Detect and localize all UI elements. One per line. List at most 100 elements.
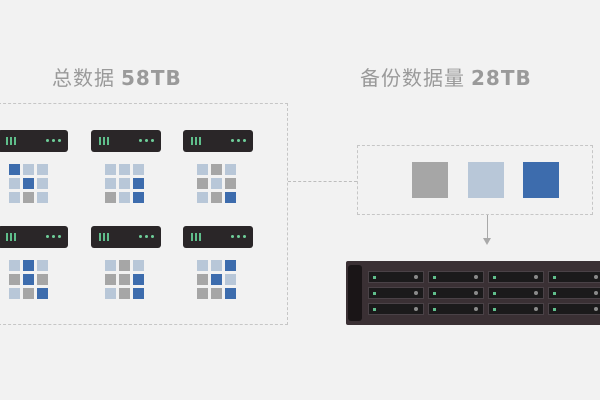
drive-bay (548, 287, 600, 299)
backup-data-value: 28TB (471, 66, 532, 90)
data-block (211, 288, 222, 299)
data-block (9, 178, 20, 189)
data-block (225, 274, 236, 285)
connector-line (288, 181, 357, 182)
drive-knob (594, 307, 598, 311)
data-block (37, 288, 48, 299)
drive-bay (488, 271, 544, 283)
data-block (23, 192, 34, 203)
data-block (9, 260, 20, 271)
server-status-bars (6, 233, 16, 241)
data-block (211, 178, 222, 189)
drive-bay (428, 303, 484, 315)
drive-bay (488, 287, 544, 299)
drive-knob (534, 275, 538, 279)
data-block (119, 260, 130, 271)
data-block (211, 164, 222, 175)
backup-blocks-group (357, 145, 593, 215)
data-block (225, 178, 236, 189)
drive-knob (594, 275, 598, 279)
data-block (197, 192, 208, 203)
data-block (133, 274, 144, 285)
drive-led (553, 292, 556, 295)
drive-knob (474, 275, 478, 279)
drive-led (553, 308, 556, 311)
drive-led (373, 276, 376, 279)
data-block (119, 274, 130, 285)
data-block (105, 288, 116, 299)
drive-bay (368, 287, 424, 299)
drive-bay (428, 271, 484, 283)
server-status-dots (46, 139, 61, 142)
data-block (211, 192, 222, 203)
drive-led (373, 292, 376, 295)
data-block (133, 178, 144, 189)
drive-knob (534, 291, 538, 295)
drive-led (433, 276, 436, 279)
server-status-bars (99, 233, 109, 241)
server-status-dots (139, 139, 154, 142)
data-block (225, 288, 236, 299)
data-block (197, 178, 208, 189)
data-block (23, 288, 34, 299)
data-block (197, 164, 208, 175)
data-block (105, 274, 116, 285)
server-icon (0, 226, 68, 248)
server-icon (183, 226, 253, 248)
data-block (37, 164, 48, 175)
data-block (23, 164, 34, 175)
data-block (105, 164, 116, 175)
drive-knob (414, 291, 418, 295)
drive-knob (474, 307, 478, 311)
drive-led (373, 308, 376, 311)
backup-block-gray (412, 162, 448, 198)
drive-led (433, 308, 436, 311)
data-block (37, 178, 48, 189)
data-block (133, 288, 144, 299)
data-block (119, 178, 130, 189)
drive-knob (474, 291, 478, 295)
data-block (9, 164, 20, 175)
data-block (37, 274, 48, 285)
server-status-dots (139, 235, 154, 238)
data-block (133, 192, 144, 203)
drive-bay (548, 303, 600, 315)
drive-knob (414, 275, 418, 279)
total-data-text: 总数据 (52, 66, 115, 90)
data-block-grid (9, 164, 48, 203)
drive-bay (548, 271, 600, 283)
data-block (119, 192, 130, 203)
server-icon (183, 130, 253, 152)
data-block (211, 260, 222, 271)
drive-led (493, 308, 496, 311)
drive-led (553, 276, 556, 279)
storage-array-handle (348, 265, 362, 321)
data-block (225, 164, 236, 175)
data-block (23, 178, 34, 189)
data-block (105, 178, 116, 189)
server-icon (91, 130, 161, 152)
data-block (9, 192, 20, 203)
data-block (105, 260, 116, 271)
data-block (37, 192, 48, 203)
backup-arrow-line (487, 215, 488, 239)
data-block (225, 192, 236, 203)
server-status-dots (231, 235, 246, 238)
drive-led (433, 292, 436, 295)
data-block (37, 260, 48, 271)
data-block (119, 164, 130, 175)
server-status-dots (231, 139, 246, 142)
data-block (197, 260, 208, 271)
drive-bay (428, 287, 484, 299)
data-block (225, 260, 236, 271)
backup-block-light (468, 162, 504, 198)
drive-knob (594, 291, 598, 295)
data-block (23, 274, 34, 285)
data-block (197, 288, 208, 299)
server-status-bars (99, 137, 109, 145)
server-status-dots (46, 235, 61, 238)
drive-led (493, 276, 496, 279)
server-status-bars (191, 137, 201, 145)
